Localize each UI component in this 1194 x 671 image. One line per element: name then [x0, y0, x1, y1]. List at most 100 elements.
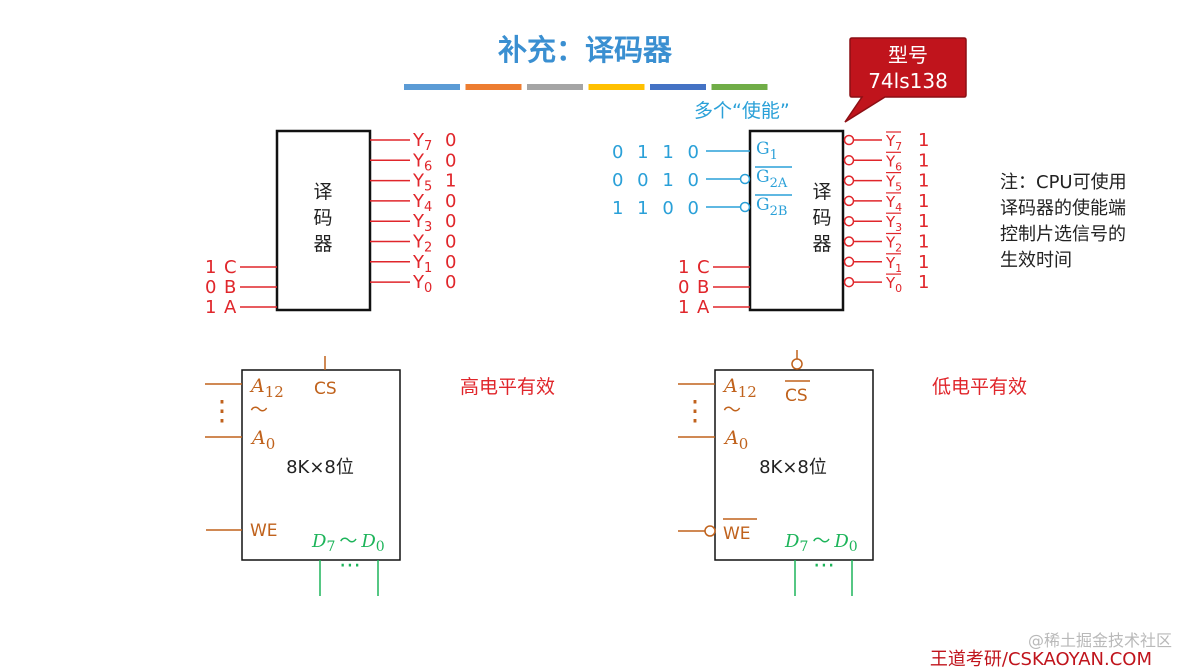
- right-output-value: 1: [918, 232, 929, 253]
- right-output-value: 1: [918, 150, 929, 171]
- input-name: C: [224, 257, 237, 278]
- color-bar-segment: [650, 84, 706, 90]
- right-output-label: Y2: [885, 234, 902, 255]
- right-chip-caption: 低电平有效: [932, 376, 1027, 398]
- input-value: 1: [678, 257, 689, 278]
- color-bar-segment: [465, 84, 522, 90]
- right-output-label: Y1: [885, 254, 902, 275]
- right-chip-tilde: ～: [723, 400, 741, 421]
- right-chip-a0: A0: [723, 427, 748, 453]
- right-output-label: Y7: [885, 132, 902, 153]
- right-output-label: Y0: [885, 274, 902, 295]
- cpu-note: 注：CPU可使用 译码器的使能端 控制片选信号的 生效时间: [1000, 172, 1127, 271]
- left-decoder-label-3: 器: [313, 233, 332, 255]
- left-decoder-label-1: 译: [313, 181, 332, 203]
- input-name: A: [697, 297, 710, 318]
- input-value: 1: [678, 297, 689, 318]
- right-decoder-label-1: 译: [812, 181, 831, 203]
- inversion-bubble: [843, 256, 855, 268]
- note-line-2: 译码器的使能端: [1000, 198, 1126, 219]
- right-output-value: 1: [918, 130, 929, 151]
- enable-bits: 0 0 1 0: [612, 170, 703, 191]
- left-output-value: 0: [445, 191, 456, 212]
- input-name: B: [224, 277, 236, 298]
- right-output-label: Y5: [885, 173, 902, 194]
- right-decoder-box: [748, 129, 845, 312]
- input-value: 1: [205, 297, 216, 318]
- right-chip-a12: A12: [722, 375, 757, 401]
- right-chip-cs: CS: [785, 386, 808, 406]
- note-line-1: 注：CPU可使用: [1000, 172, 1127, 193]
- right-output-label: Y6: [885, 152, 902, 173]
- model-callout: 型号 74ls138: [844, 37, 967, 123]
- footer-brand: 王道考研/CSKAOYAN.COM: [930, 649, 1152, 670]
- inversion-bubble: [843, 195, 855, 207]
- left-output-value: 0: [445, 130, 456, 151]
- enable-bits: 0 1 1 0: [612, 142, 703, 163]
- left-chip-a0: A0: [250, 427, 275, 453]
- inversion-bubble: [843, 175, 855, 186]
- left-chip-vdots: ⋮: [208, 394, 236, 427]
- left-output-label: Y5: [412, 171, 432, 195]
- left-output-value: 0: [445, 272, 456, 293]
- left-output-value: 0: [445, 252, 456, 273]
- enable-label: G2B: [756, 195, 787, 219]
- left-chip-box: [241, 369, 401, 561]
- right-output-value: 1: [918, 171, 929, 192]
- input-value: 1: [205, 257, 216, 278]
- inversion-bubble: [843, 155, 855, 166]
- left-chip-size: 8K×8位: [286, 457, 354, 478]
- color-bar-segment: [711, 84, 768, 90]
- right-decoder-label-2: 码: [812, 207, 831, 229]
- callout-line2: 74ls138: [868, 69, 948, 93]
- right-chip-box: [714, 369, 874, 561]
- left-output-label: Y3: [412, 211, 432, 235]
- left-decoder-box: [275, 129, 372, 312]
- left-chip-tilde: ～: [250, 400, 268, 421]
- inversion-bubble: [739, 173, 751, 185]
- inversion-bubble: [843, 134, 855, 146]
- right-chip-data: D7～D0: [784, 531, 858, 555]
- right-memory-chip: ⋮ A12 ～ A0 CS 8K×8位 WE D7～D0 ⋯: [678, 350, 874, 596]
- left-decoder-label-2: 码: [313, 207, 332, 229]
- enable-label: G2A: [756, 167, 788, 191]
- color-bar-segment: [588, 84, 645, 90]
- input-name: A: [224, 297, 237, 318]
- left-chip-caption: 高电平有效: [460, 376, 555, 398]
- right-output-label: Y3: [885, 213, 902, 234]
- watermark: @稀土掘金技术社区: [1028, 631, 1172, 650]
- left-chip-a12: A12: [249, 375, 284, 401]
- right-chip-size: 8K×8位: [759, 457, 827, 478]
- right-output-label: Y4: [885, 193, 902, 214]
- right-chip-we: WE: [723, 524, 751, 544]
- input-name: C: [697, 257, 710, 278]
- left-output-label: Y7: [412, 130, 432, 154]
- left-output-value: 0: [445, 150, 456, 171]
- left-output-label: Y1: [412, 252, 432, 276]
- input-value: 0: [205, 277, 216, 298]
- inversion-bubble: [843, 276, 855, 288]
- left-output-label: Y0: [412, 272, 432, 296]
- page-title: 补充：译码器: [498, 33, 673, 67]
- left-output-label: Y2: [412, 232, 432, 256]
- enable-label: G1: [756, 139, 778, 163]
- enable-bits: 1 1 0 0: [612, 198, 703, 219]
- enable-note: 多个“使能”: [694, 100, 790, 122]
- left-output-label: Y6: [412, 150, 432, 174]
- left-chip-dots: ⋯: [339, 553, 361, 578]
- left-output-value: 0: [445, 211, 456, 232]
- right-chip-dots: ⋯: [813, 553, 835, 578]
- input-value: 0: [678, 277, 689, 298]
- right-decoder-label-3: 器: [812, 233, 831, 255]
- left-output-label: Y4: [412, 191, 432, 215]
- left-output-value: 0: [445, 232, 456, 253]
- note-line-4: 生效时间: [1000, 250, 1072, 271]
- left-output-value: 1: [445, 171, 456, 192]
- color-bar: [404, 84, 768, 90]
- left-memory-chip: ⋮ A12 ～ A0 CS 8K×8位 WE D7～D0 ⋯: [205, 356, 401, 596]
- color-bar-segment: [527, 84, 583, 90]
- inversion-bubble: [843, 215, 855, 227]
